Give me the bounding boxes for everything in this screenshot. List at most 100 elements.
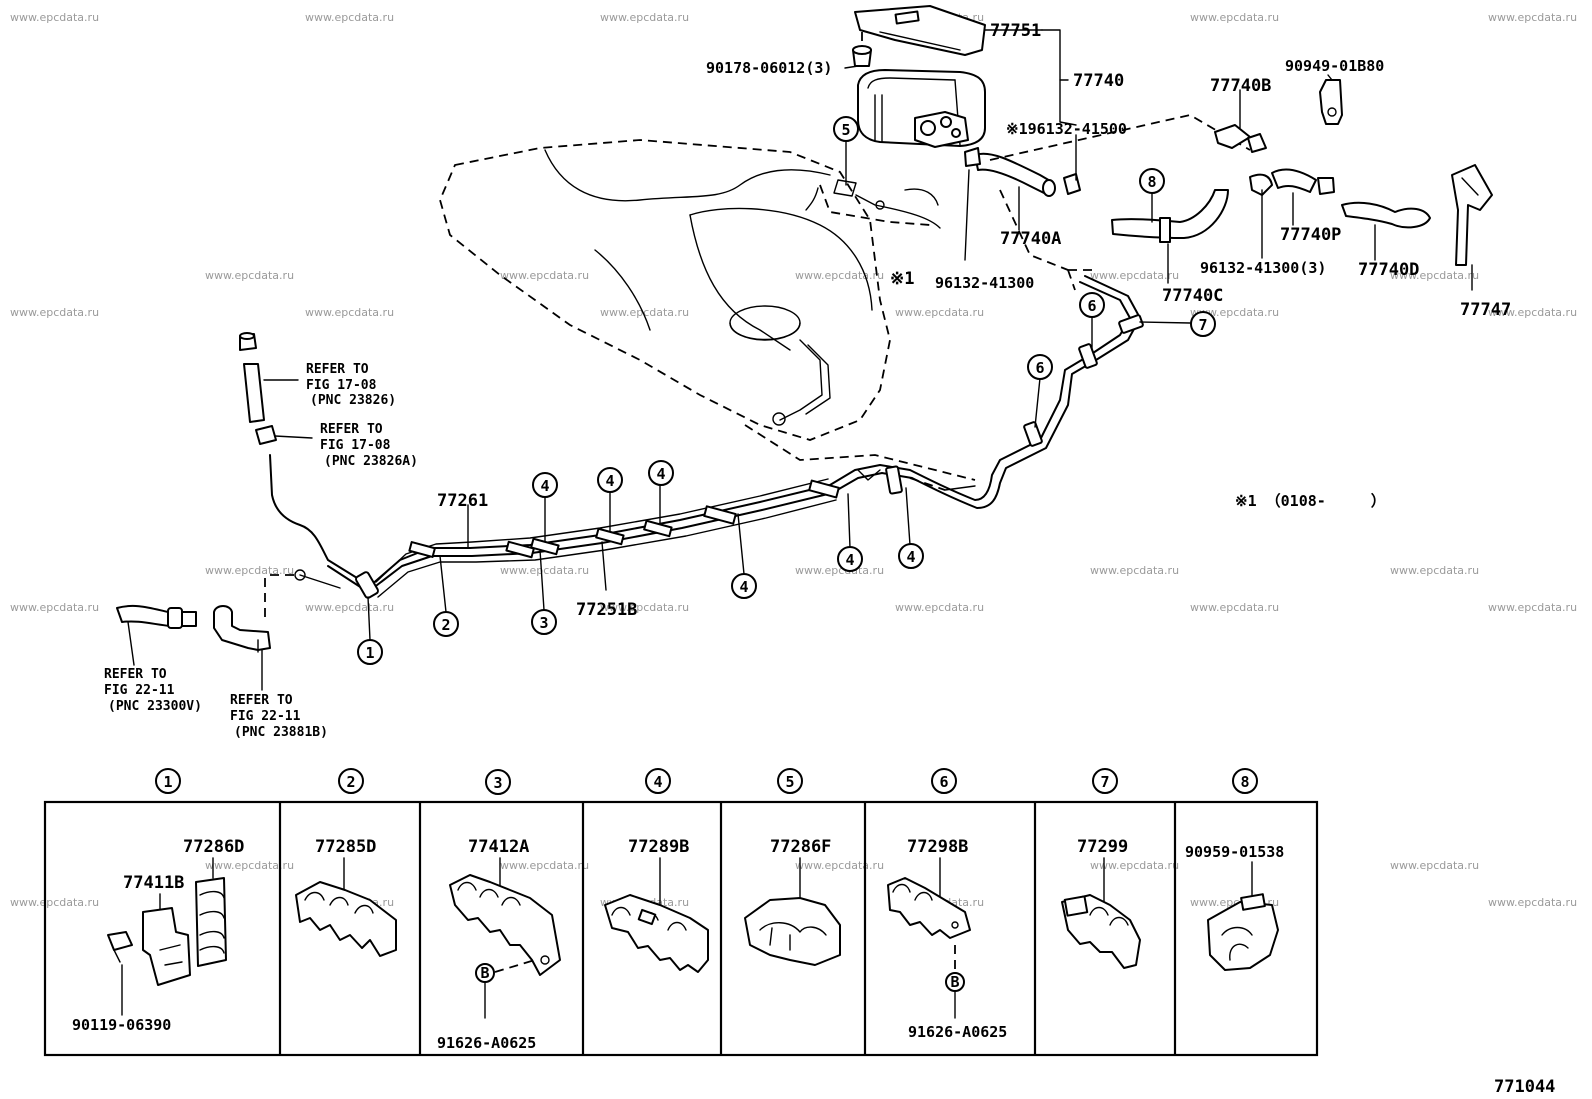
refer-note-23826: REFER TO FIG 17-08 (PNC 23826) bbox=[306, 362, 396, 408]
callout-6a: 6 bbox=[1079, 292, 1105, 318]
refer-line1: REFER TO bbox=[306, 362, 369, 377]
legend-num-7: 7 bbox=[1100, 773, 1109, 791]
legend-header: 1 2 3 4 5 6 7 8 bbox=[155, 768, 1258, 795]
callout-4e-label: 4 bbox=[845, 551, 854, 569]
watermark: www.epcdata.ru bbox=[1090, 269, 1179, 282]
canister-hoses bbox=[805, 114, 1251, 271]
watermark: www.epcdata.ru bbox=[1390, 269, 1479, 282]
clamp-legend: 1 2 3 4 5 6 7 8 77286D 77411B 90119-0639… bbox=[43, 768, 1319, 1057]
legend-cell-2: 77285D bbox=[295, 837, 397, 957]
watermark: www.epcdata.ru bbox=[1090, 859, 1179, 872]
callout-4a: 4 bbox=[532, 472, 558, 498]
legend-cell-6: 77298B 91626-A0625 B bbox=[887, 837, 1007, 1041]
callout-6b-label: 6 bbox=[1035, 359, 1044, 377]
legend-part-77289B: 77289B bbox=[628, 837, 689, 857]
callout-4c: 4 bbox=[648, 460, 674, 486]
legend-num-1: 1 bbox=[163, 773, 172, 791]
watermark: www.epcdata.ru bbox=[1090, 564, 1179, 577]
callout-1: 1 bbox=[357, 639, 383, 665]
callout-2: 2 bbox=[433, 611, 459, 637]
refer-line1: REFER TO bbox=[230, 693, 293, 708]
watermark: www.epcdata.ru bbox=[500, 564, 589, 577]
callout-1-label: 1 bbox=[365, 644, 374, 662]
watermark: www.epcdata.ru bbox=[895, 306, 984, 319]
callout-b-3: B bbox=[475, 963, 495, 983]
refer-line3: (PNC 23881B) bbox=[234, 725, 328, 740]
watermark: www.epcdata.ru bbox=[10, 896, 99, 909]
legend-part-77298B: 77298B bbox=[907, 837, 968, 857]
watermark: www.epcdata.ru bbox=[895, 601, 984, 614]
legend-frame bbox=[43, 800, 1319, 1057]
callout-4b-label: 4 bbox=[605, 472, 614, 490]
callout-5: 5 bbox=[833, 116, 859, 142]
legend-part-77286D: 77286D bbox=[183, 837, 244, 857]
legend-part-77286F: 77286F bbox=[770, 837, 831, 857]
vent-hoses bbox=[1068, 79, 1493, 271]
refer-note-23300v: REFER TO FIG 22-11 (PNC 23300V) bbox=[104, 667, 202, 714]
watermark: www.epcdata.ru bbox=[10, 11, 99, 24]
callout-4b: 4 bbox=[597, 467, 623, 493]
legend-part-77411B: 77411B bbox=[123, 873, 184, 893]
callout-4c-label: 4 bbox=[656, 465, 665, 483]
label-77251B: 77251B bbox=[576, 600, 637, 620]
callout-b-6: B bbox=[945, 972, 965, 992]
watermark: www.epcdata.ru bbox=[795, 859, 884, 872]
label-77747: 77747 bbox=[1460, 300, 1511, 320]
watermark: www.epcdata.ru bbox=[1488, 601, 1577, 614]
callout-4d-label: 4 bbox=[739, 578, 748, 596]
fuel-lines bbox=[264, 269, 1141, 620]
callout-4f-label: 4 bbox=[906, 548, 915, 566]
label-96132-41500: ※196132-41500 bbox=[1006, 120, 1127, 138]
watermark: www.epcdata.ru bbox=[205, 859, 294, 872]
refer-note-23826a: REFER TO FIG 17-08 (PNC 23826A) bbox=[320, 422, 418, 469]
watermark: www.epcdata.ru bbox=[600, 601, 689, 614]
callout-3-label: 3 bbox=[539, 614, 548, 632]
callout-4d: 4 bbox=[731, 573, 757, 599]
legend-num-6: 6 bbox=[939, 773, 948, 791]
watermark: www.epcdata.ru bbox=[10, 601, 99, 614]
label-96132-41300: 96132-41300 bbox=[935, 274, 1034, 292]
watermark: www.epcdata.ru bbox=[795, 564, 884, 577]
label-90178-06012: 90178-06012(3) bbox=[706, 59, 832, 77]
callout-b-label: B bbox=[480, 964, 489, 982]
watermark: www.epcdata.ru bbox=[305, 306, 394, 319]
legend-num-4: 4 bbox=[653, 773, 662, 791]
legend-part-90959-01538: 90959-01538 bbox=[1185, 843, 1284, 861]
callout-3: 3 bbox=[531, 609, 557, 635]
label-77740D: 77740D bbox=[1358, 260, 1419, 280]
refer-line3: (PNC 23300V) bbox=[108, 699, 202, 714]
watermark: www.epcdata.ru bbox=[205, 269, 294, 282]
legend-part-90119-06390: 90119-06390 bbox=[72, 1016, 171, 1034]
note-star1: ※1 （0108- ） bbox=[1235, 492, 1386, 510]
watermark: www.epcdata.ru bbox=[795, 269, 884, 282]
part-labels: 77751 90178-06012(3) 77740 ※196132-41500… bbox=[437, 21, 1511, 620]
legend-part-77299: 77299 bbox=[1077, 837, 1128, 857]
callout-4a-label: 4 bbox=[540, 477, 549, 495]
legend-cell-1: 77286D 77411B 90119-06390 bbox=[72, 837, 244, 1034]
callout-7-label: 7 bbox=[1198, 316, 1207, 334]
refer-line2: FIG 22-11 bbox=[104, 683, 175, 698]
watermark: www.epcdata.ru bbox=[500, 269, 589, 282]
callout-5-label: 5 bbox=[841, 121, 850, 139]
watermark: www.epcdata.ru bbox=[1390, 564, 1479, 577]
watermark: www.epcdata.ru bbox=[600, 306, 689, 319]
refer-line3: (PNC 23826) bbox=[310, 393, 396, 408]
refer-line1: REFER TO bbox=[104, 667, 167, 682]
refer-line2: FIG 17-08 bbox=[306, 378, 377, 393]
label-77740A: 77740A bbox=[1000, 229, 1061, 249]
watermark: www.epcdata.ru bbox=[500, 859, 589, 872]
legend-cell-3: 77412A 91626-A0625 B bbox=[437, 837, 561, 1052]
refer-note-23881b: REFER TO FIG 22-11 (PNC 23881B) bbox=[230, 693, 328, 740]
callout-7: 7 bbox=[1190, 311, 1216, 337]
refer-notes: REFER TO FIG 17-08 (PNC 23826) REFER TO … bbox=[104, 362, 418, 740]
watermark: www.epcdata.ru bbox=[1488, 11, 1577, 24]
legend-cell-5: 77286F bbox=[744, 837, 841, 966]
label-77740C: 77740C bbox=[1162, 286, 1223, 306]
legend-part-91626-A0625-b: 91626-A0625 bbox=[908, 1023, 1007, 1041]
legend-cell-4: 77289B bbox=[604, 837, 709, 973]
label-77261: 77261 bbox=[437, 491, 488, 511]
refer-line2: FIG 22-11 bbox=[230, 709, 301, 724]
fuel-tank bbox=[439, 139, 976, 481]
line-clamps bbox=[355, 314, 1144, 599]
